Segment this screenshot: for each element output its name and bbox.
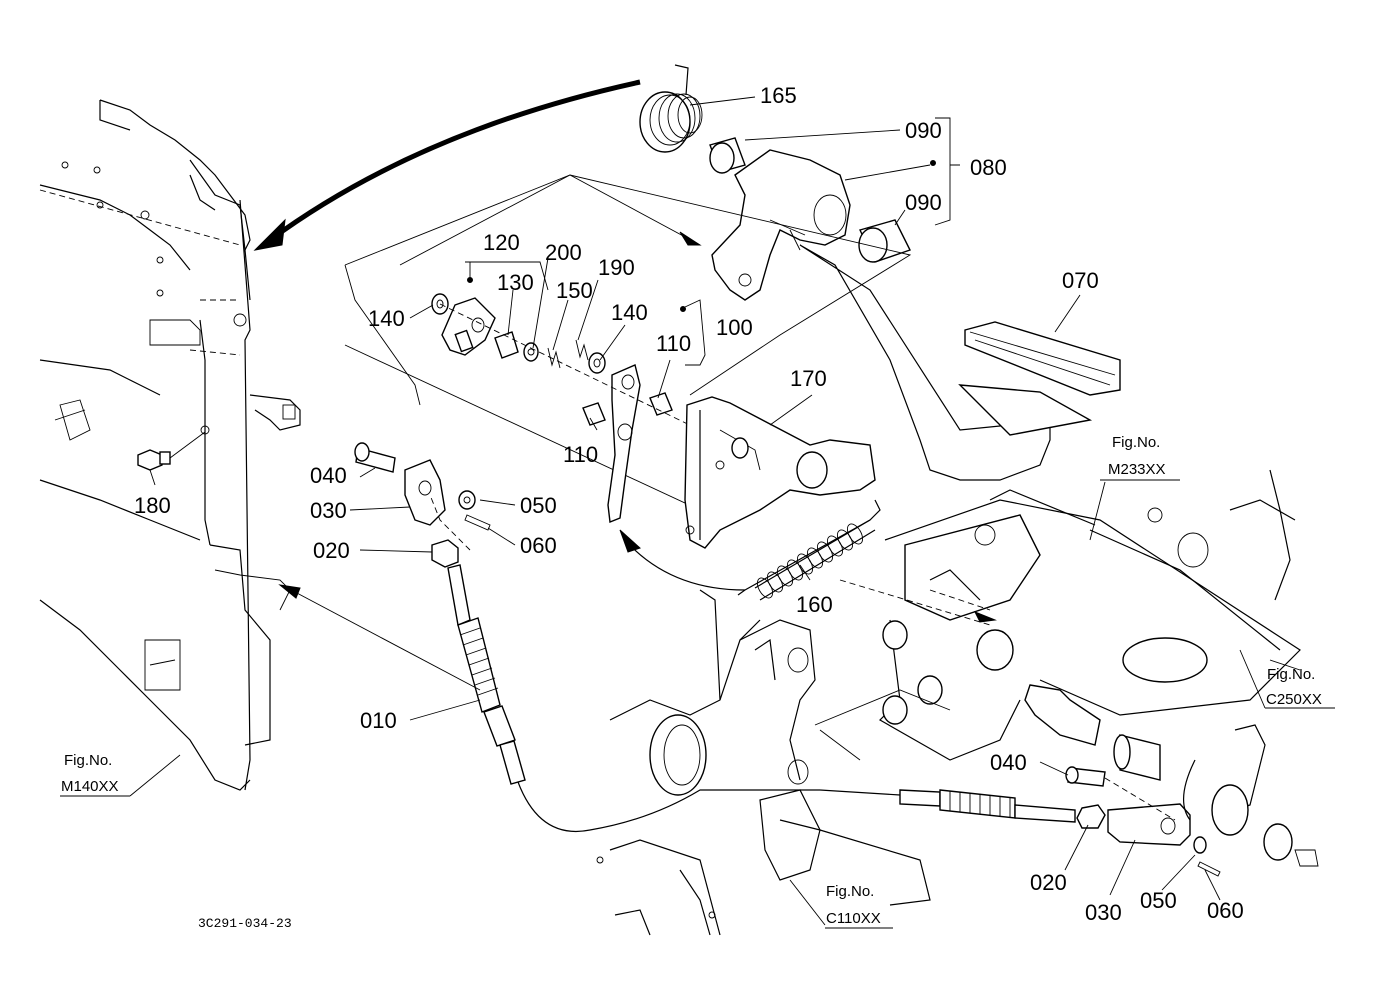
label-090-upper: 090 bbox=[905, 118, 942, 143]
label-070: 070 bbox=[1062, 268, 1099, 293]
label-040-left: 040 bbox=[310, 463, 347, 488]
label-165: 165 bbox=[760, 83, 797, 108]
arrow-lever-to-spring bbox=[619, 529, 746, 591]
label-180: 180 bbox=[134, 493, 171, 518]
cable-right bbox=[819, 766, 1221, 877]
transmission-housing bbox=[814, 469, 1301, 761]
part-labels: 165 090 080 090 120 200 130 190 150 140 … bbox=[134, 83, 1244, 925]
label-020-left: 020 bbox=[313, 538, 350, 563]
fig-ref-c110-code: C110XX bbox=[826, 910, 881, 927]
linkage-parts bbox=[431, 293, 701, 523]
label-100: 100 bbox=[716, 315, 753, 340]
bracket-panel-outline bbox=[344, 174, 912, 511]
fig-ref-m140-title: Fig.No. bbox=[64, 752, 112, 769]
left-frame-drawing bbox=[39, 99, 301, 791]
label-030-right: 030 bbox=[1085, 900, 1122, 925]
leader-lines bbox=[149, 96, 1221, 901]
label-050-right: 050 bbox=[1140, 888, 1177, 913]
label-060-left: 060 bbox=[520, 533, 557, 558]
label-120: 120 bbox=[483, 230, 520, 255]
fig-ref-c250-code: C250XX bbox=[1266, 691, 1322, 708]
label-150: 150 bbox=[556, 278, 593, 303]
fig-ref-m140-code: M140XX bbox=[61, 778, 119, 795]
label-090-lower: 090 bbox=[905, 190, 942, 215]
label-170: 170 bbox=[790, 366, 827, 391]
spring-160 bbox=[737, 499, 881, 601]
label-010: 010 bbox=[360, 708, 397, 733]
label-040-right: 040 bbox=[990, 750, 1027, 775]
arrow-spring-to-frame bbox=[253, 79, 641, 251]
fig-ref-c250-title: Fig.No. bbox=[1267, 666, 1315, 683]
cable-end-left bbox=[278, 442, 820, 832]
fig-ref-m233-title: Fig.No. bbox=[1112, 434, 1160, 451]
spring-coils bbox=[756, 523, 864, 599]
label-110-right: 110 bbox=[656, 331, 691, 356]
label-130: 130 bbox=[497, 270, 534, 295]
right-cable-threads bbox=[949, 791, 1011, 817]
right-shaft-assembly bbox=[1024, 684, 1319, 867]
cable-threads bbox=[459, 627, 499, 696]
label-200: 200 bbox=[545, 240, 582, 265]
label-160: 160 bbox=[796, 592, 833, 617]
fig-ref-leaders bbox=[60, 479, 1335, 929]
fig-ref-c110-title: Fig.No. bbox=[826, 883, 874, 900]
label-060-right: 060 bbox=[1207, 898, 1244, 923]
bolt-180 bbox=[137, 431, 206, 471]
label-020-right: 020 bbox=[1030, 870, 1067, 895]
label-110-lower: 110 bbox=[563, 442, 598, 467]
label-030-left: 030 bbox=[310, 498, 347, 523]
label-080: 080 bbox=[970, 155, 1007, 180]
label-190: 190 bbox=[598, 255, 635, 280]
drawing-code: 3C291-034-23 bbox=[198, 916, 292, 931]
fig-ref-m233-code: M233XX bbox=[1108, 461, 1166, 478]
lower-housing bbox=[596, 589, 931, 936]
label-140-right: 140 bbox=[611, 300, 648, 325]
pedal-arm-assembly bbox=[639, 64, 1121, 481]
bracket-170 bbox=[684, 396, 876, 549]
label-050-left: 050 bbox=[520, 493, 557, 518]
label-140-left: 140 bbox=[368, 306, 405, 331]
fig-references: Fig.No. M233XX Fig.No. C250XX Fig.No. M1… bbox=[61, 434, 1322, 927]
